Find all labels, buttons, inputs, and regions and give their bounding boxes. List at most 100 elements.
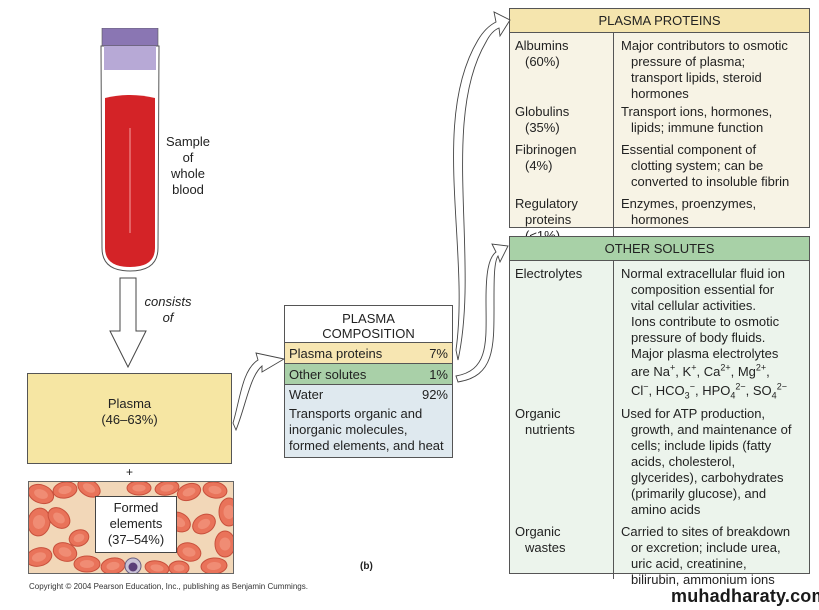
label-line: of [162,310,174,325]
row-name: Organic [515,524,561,539]
label-line: consists [144,294,192,309]
red-blood-cell-center [82,483,96,493]
desc-line: uric acid, creatinine, [631,556,747,571]
desc-line: Normal extracellular fluid ion [621,266,786,281]
red-blood-cell-center [206,561,222,571]
formed-elements-box: Formed elements (37–54%) [28,481,234,574]
row-percent: (4%) [525,158,553,173]
title-line: PLASMA [342,311,395,326]
label-line: Formed [113,500,159,515]
desc-line: glycerides), carbohydrates [631,470,784,485]
desc-line: vital cellular activities. [631,298,756,313]
red-blood-cell-center [150,564,164,572]
ion: Na+ [653,362,676,379]
copyright-text: Copyright © 2004 Pearson Education, Inc.… [29,582,308,591]
label-line: blood [172,182,204,197]
row-name: Globulins [515,104,570,119]
down-arrow-icon [109,277,147,369]
table-title: PLASMA PROTEINS [510,9,809,33]
blood-sample-tube [100,28,160,272]
plasma-box: Plasma (46–63%) [27,373,232,464]
composition-row-plasma-proteins: Plasma proteins 7% [285,343,452,364]
row-name: Fibrinogen [515,142,577,157]
row-name: Other solutes [289,367,367,382]
red-blood-cell-center [32,515,46,529]
formed-elements-label: Formed elements (37–54%) [95,496,177,553]
row-name: proteins [525,212,572,227]
desc-line: transport lipids, steroid [631,70,762,85]
sample-label: Sample of whole blood [160,134,216,198]
row-name: Water [289,387,324,402]
row-percent: (35%) [525,120,560,135]
row-name: Electrolytes [515,266,583,281]
ion: Cl− [631,381,649,398]
red-blood-cell-center [182,487,196,497]
plasma-range: (46–63%) [101,412,158,427]
table-title: OTHER SOLUTES [510,237,809,261]
red-blood-cell-center [160,484,174,492]
red-blood-cell-center [223,505,233,519]
desc-line: or excretion; include urea, [631,540,781,555]
ion: Mg2+ [737,362,767,379]
composition-row-water: Water 92% Transports organic and inorgan… [285,385,452,457]
ion: Ca2+ [703,362,731,379]
curved-arrow-to-plasma-proteins [453,11,511,361]
red-blood-cells-illustration [29,482,233,573]
table-row-globulins: Globulins(35%) Transport ions, hormones,… [510,104,809,136]
label-line: of [182,150,194,165]
row-percent: (60%) [525,54,560,69]
desc-line: acids, cholesterol, [631,454,736,469]
desc-line: Transports organic and [289,406,423,421]
desc-line: cells; include lipids (fatty [631,438,772,453]
ion: HCO3− [655,381,695,401]
desc-line: formed elements, and heat [289,438,444,453]
red-blood-cell-center [132,484,146,492]
plasma-label: Plasma [107,396,152,411]
red-blood-cell-center [208,485,222,495]
plus-sign: + [126,465,134,479]
figure-label: (b) [360,561,373,572]
ion: SO42− [752,381,787,401]
red-blood-cell-center [58,547,72,557]
red-blood-cell-center [53,512,65,524]
desc-line: (primarily glucose), and [631,486,767,501]
desc-line: hormones [631,86,689,101]
red-blood-cell-center [197,518,211,530]
desc-line: Used for ATP production, [621,406,766,421]
row-name: Plasma proteins [289,346,383,361]
consists-of-label: consists of [140,294,196,326]
water-description: Transports organic and inorganic molecul… [289,406,448,454]
red-blood-cell-center [173,564,185,572]
red-blood-cell-center [58,485,72,495]
red-blood-cell-center [182,547,196,557]
title-line: COMPOSITION [322,326,415,341]
row-name: Albumins [515,38,569,53]
red-blood-cell-center [106,561,120,571]
watermark: muhadharaty.com [671,586,819,606]
composition-row-other-solutes: Other solutes 1% [285,364,452,385]
red-blood-cell-center [79,560,95,568]
desc-line: converted to insoluble fibrin [631,174,790,189]
row-percent: 92% [421,387,448,402]
desc-line: Major plasma electrolytes [631,346,779,361]
desc-line: lipids; immune function [631,120,764,135]
label-line: Sample [165,134,211,149]
desc-line: clotting system; can be [631,158,764,173]
desc-line: growth, and maintenance of [631,422,792,437]
row-percent: 7% [429,346,448,361]
label-line: (37–54%) [107,532,165,547]
desc-line: inorganic molecules, [289,422,408,437]
red-blood-cell-center [34,489,48,499]
red-blood-cell-center [31,552,47,562]
white-blood-cell-nucleus [128,562,138,572]
plasma-proteins-table: PLASMA PROTEINS Albumins(60%) Major cont… [509,8,810,248]
desc-line: composition essential for [631,282,775,297]
desc-line: Carried to sites of breakdown [621,524,791,539]
composition-title: PLASMA COMPOSITION [285,306,452,343]
desc-line: Essential component of [621,142,757,157]
desc-line: amino acids [631,502,701,517]
label-line: whole [171,166,205,181]
